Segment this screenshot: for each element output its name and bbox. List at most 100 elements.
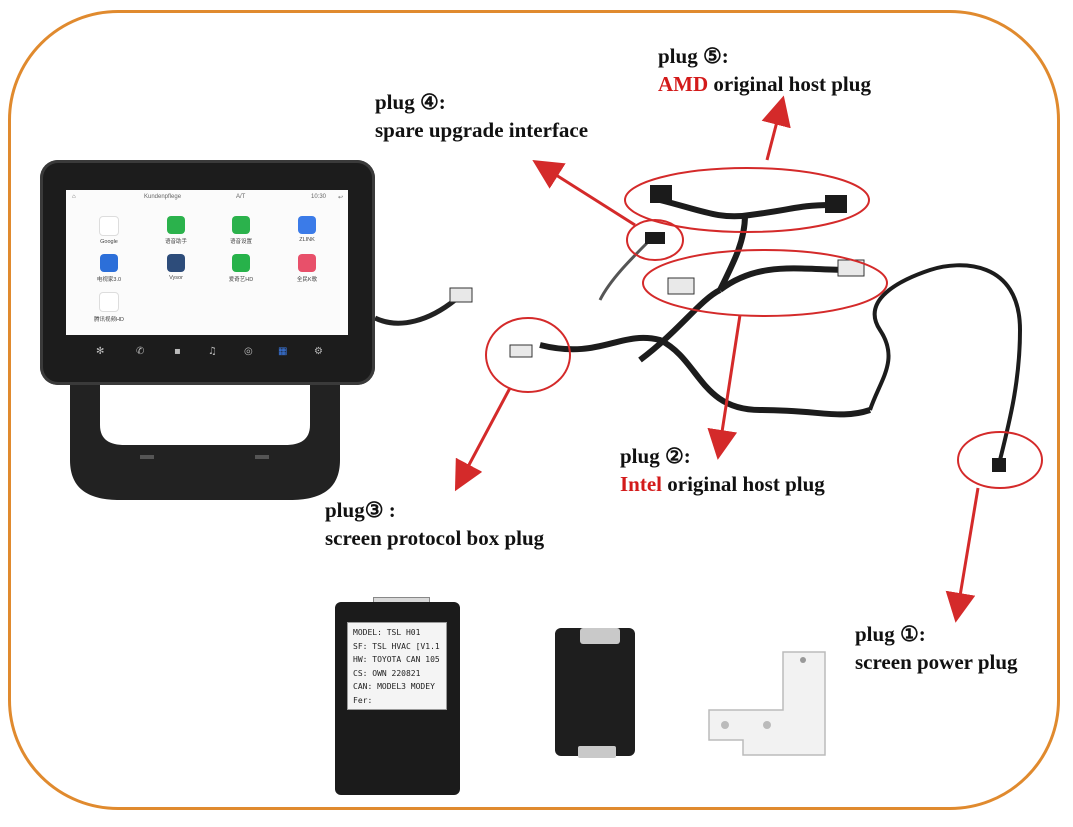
app-label: 爱奇艺HD [228,277,254,283]
mounting-clip-tab [578,746,616,758]
app-label: Vysor [169,275,183,281]
connector-intel-a [667,277,695,295]
brand-amd: AMD [658,72,709,96]
label-plug4-title: plug ④: [375,90,446,114]
apps-icon: ▪ [174,346,181,357]
back-icon: ↩ [338,195,344,201]
app-tile: ZLINK [282,216,332,243]
callout-plug1 [957,431,1043,489]
app-tile: 语音助手 [151,216,201,245]
mic-icon [167,216,185,234]
label-plug3-title: plug③ : [325,498,396,522]
arrow-plug3 [454,387,512,492]
harness-branch-2 [718,265,851,293]
label-plug4: plug ④: spare upgrade interface [375,88,588,144]
mounting-clip [555,628,635,756]
dock-bar: ✻ ✆ ▪ ♫ ◎ ▦ ⚙ [66,338,348,368]
arrow-plug1 [945,487,980,623]
label-plug4-desc: spare upgrade interface [375,118,589,142]
rounded-frame [8,10,1060,810]
connector-amd-a [650,185,672,203]
app-label: 语音助手 [164,239,187,245]
app-tile: 爱奇艺HD [216,254,266,283]
android-screen: ⌂ Kundenpflege A/T 10:30 ↩ Google 语音助手 语… [66,190,348,335]
connector-protocol [509,344,533,358]
iqiyi-icon [232,254,250,272]
app-label: 全民K歌 [296,277,318,283]
protocol-box: MODEL: TSL H01 SF: TSL HVAC [V1.1 HW: TO… [335,602,460,795]
zlink-icon [298,216,316,234]
status-center-left: Kundenpflege [144,194,182,200]
arrow-plug5 [761,95,791,161]
settings-icon: ⚙ [314,346,323,357]
unit-connector [449,287,473,303]
sticker-line: Fer: [353,695,373,705]
app-label: ZLINK [299,237,315,243]
karaoke-icon [298,254,316,272]
label-plug2-rest: original host plug [662,472,825,496]
head-unit-display: ⌂ Kundenpflege A/T 10:30 ↩ Google 语音助手 语… [40,160,375,385]
connector-upgrade [645,232,665,244]
callout-plug5 [624,167,870,233]
app-tile: 全民K歌 [282,254,332,283]
sticker-line: CAN: MODEL3 MODEY [353,682,435,691]
app-label: 电视家3.0 [96,277,122,283]
harness-branch-1 [638,287,722,363]
music-icon: ♫ [208,346,217,357]
tv-icon [100,254,118,272]
label-plug5-desc: AMD original host plug [658,70,871,98]
brand-intel: Intel [620,472,662,496]
harness-upgrade [598,238,652,301]
grid-icon: ▦ [278,346,288,357]
sticker-line: MODEL: TSL H01 [353,628,421,637]
arrow-plug4 [532,159,636,227]
label-plug2: plug ②: Intel original host plug [620,442,825,498]
connector-amd-b [825,195,847,213]
app-tile: Vysor [151,254,201,281]
video-play-icon [99,292,119,312]
label-plug3-desc: screen protocol box plug [325,526,545,550]
vysor-icon [167,254,185,272]
clock: 10:30 [311,194,327,200]
arrow-plug2 [707,314,742,460]
sticker-line: HW: TOYOTA CAN 105 [353,655,440,664]
app-tile: Google [84,216,134,245]
home-icon: ⌂ [72,194,76,200]
phone-icon: ✆ [136,346,145,357]
callout-plug3 [485,317,571,393]
sticker-line: CS: OWN 220821 [353,668,421,678]
label-plug5: plug ⑤: AMD original host plug [658,42,871,98]
label-plug1: plug ①: screen power plug [855,620,1018,676]
label-plug1-title: plug ①: [855,622,926,646]
status-center-right: A/T [236,194,246,200]
label-plug1-desc: screen power plug [855,650,1018,674]
harness-main [539,334,871,418]
google-icon [99,216,119,236]
connector-power [992,458,1006,472]
callout-plug4 [626,219,684,261]
label-plug2-desc: Intel original host plug [620,470,825,498]
mic-icon [232,216,250,234]
app-label: 语音设置 [229,239,252,245]
app-tile: 腾讯视频HD [84,292,134,323]
label-plug3: plug③ : screen protocol box plug [325,496,544,552]
sticker-line: SF: TSL HVAC [V1.1 [353,641,440,651]
label-plug5-title: plug ⑤: [658,44,729,68]
display-stand [70,385,340,500]
fan-icon: ✻ [96,346,105,357]
app-label: 腾讯视频HD [94,317,124,323]
wheel-icon: ◎ [244,346,253,357]
harness-twist [868,263,1023,461]
unit-cable [373,298,457,326]
harness-branch-3 [659,197,831,220]
metal-bracket [708,651,826,756]
label-plug5-rest: original host plug [708,72,871,96]
app-tile: 电视家3.0 [84,254,134,283]
mounting-clip-tab [580,628,620,644]
label-plug2-title: plug ②: [620,444,691,468]
status-bar: ⌂ Kundenpflege A/T 10:30 ↩ [66,190,348,204]
app-label: Google [100,239,118,245]
protocol-box-sticker: MODEL: TSL H01 SF: TSL HVAC [V1.1 HW: TO… [347,622,447,710]
callout-plug2 [642,249,888,317]
